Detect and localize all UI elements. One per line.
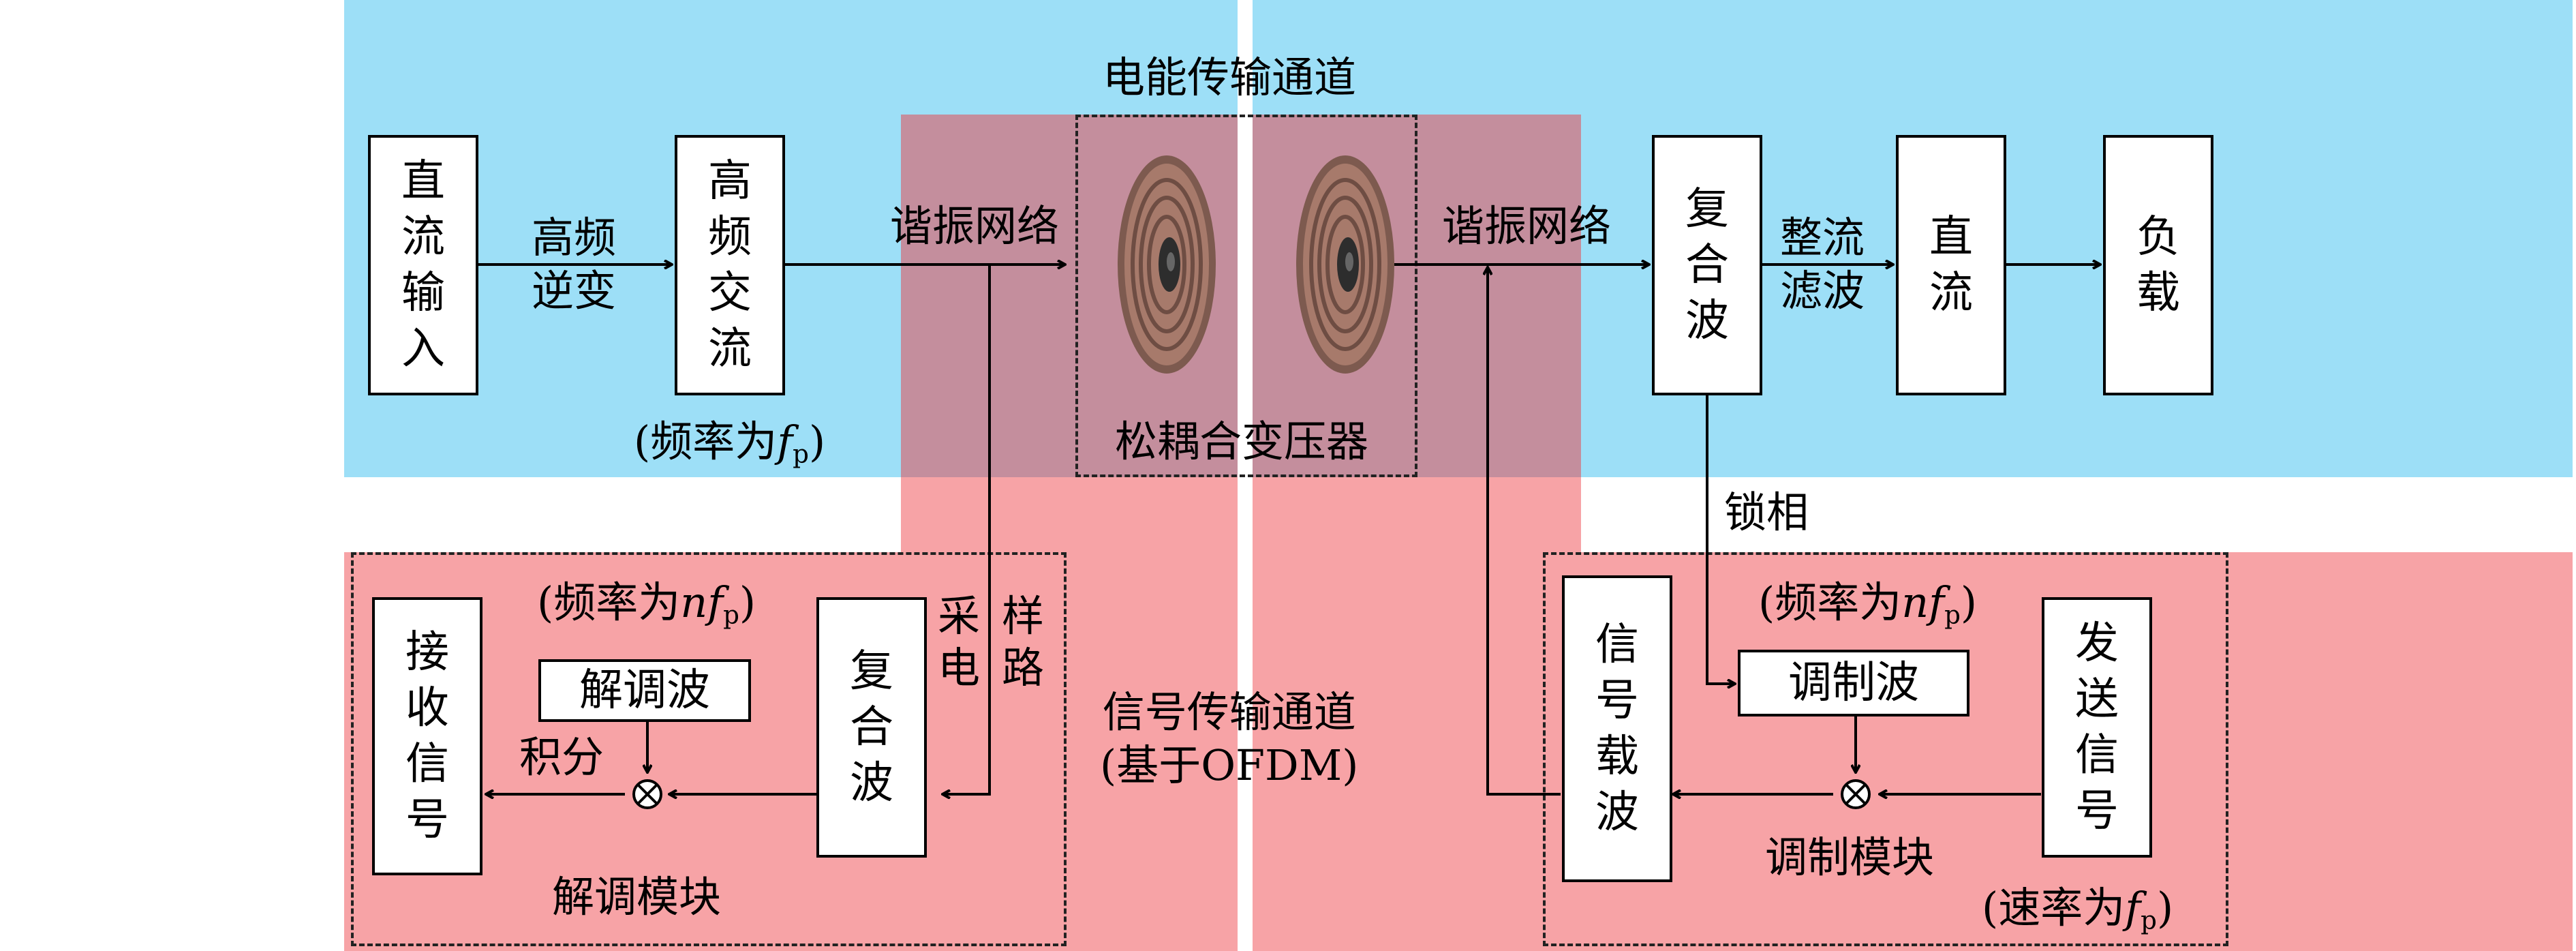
received-signal-block: 接 收 信 号 [372, 597, 482, 875]
mod-module-frame [1543, 552, 2228, 946]
integral-label: 积分 [519, 732, 604, 782]
phase-lock-label: 锁相 [1724, 487, 1809, 537]
demod-wave-text: 解调波 [579, 665, 710, 716]
hf-ac-block: 高 频 交 流 [675, 135, 785, 395]
signal-channel-label: 信号传输通道 (基于OFDM) [1100, 687, 1359, 790]
multiplier-icon [1841, 779, 1871, 809]
coil-icon [1118, 155, 1216, 374]
mod-wave-text: 调制波 [1788, 658, 1919, 708]
signal-carrier-text: 信 号 载 波 [1595, 620, 1639, 838]
demod-composite-wave-text: 复 合 波 [850, 646, 893, 809]
hf-inverter-label: 高频 逆变 [532, 213, 617, 316]
demod-module-frame [351, 552, 1067, 946]
demod-module-title: 解调模块 [552, 872, 722, 922]
demod-composite-wave-block: 复 合 波 [816, 597, 927, 858]
tx-frequency-label: (频率为fp) [634, 417, 826, 469]
rx-composite-wave-text: 复 合 波 [1685, 184, 1729, 346]
send-signal-block: 发 送 信 号 [2042, 597, 2152, 858]
dc-output-text: 直 流 [1929, 212, 1973, 318]
coil-icon [1296, 155, 1394, 374]
dc-input-text: 直 流 输 入 [401, 156, 445, 374]
sampling-circuit-left-label: 采 电 [937, 591, 980, 693]
rx-resonant-network-label: 谐振网络 [1442, 201, 1612, 251]
multiplier-icon [632, 779, 662, 809]
signal-carrier-block: 信 号 载 波 [1562, 575, 1672, 882]
sampling-circuit-right-label: 样 路 [1001, 591, 1044, 693]
transformer-label: 松耦合变压器 [1115, 417, 1369, 466]
mod-frequency-label: (频率为nfp) [1758, 577, 1978, 630]
load-text: 负 载 [2136, 212, 2180, 318]
transformer-frame [1075, 115, 1417, 477]
rx-composite-wave-block: 复 合 波 [1652, 135, 1762, 395]
dc-input-block: 直 流 输 入 [368, 135, 478, 395]
rate-label: (速率为fp) [1982, 883, 2174, 935]
rectifier-filter-label: 整流 滤波 [1780, 213, 1865, 316]
tx-resonant-network-label: 谐振网络 [890, 201, 1060, 251]
hf-ac-text: 高 频 交 流 [708, 156, 752, 374]
power-channel-label: 电能传输通道 [1103, 52, 1357, 102]
send-signal-text: 发 送 信 号 [2075, 618, 2119, 836]
demod-frequency-label: (频率为nfp) [537, 577, 756, 630]
dc-output-block: 直 流 [1896, 135, 2006, 395]
demod-wave-block: 解调波 [538, 659, 751, 722]
signal-channel-region [344, 552, 2573, 951]
mod-wave-block: 调制波 [1738, 650, 1969, 716]
mod-module-title: 调制模块 [1765, 832, 1935, 882]
received-signal-text: 接 收 信 号 [405, 627, 449, 845]
load-block: 负 载 [2103, 135, 2213, 395]
